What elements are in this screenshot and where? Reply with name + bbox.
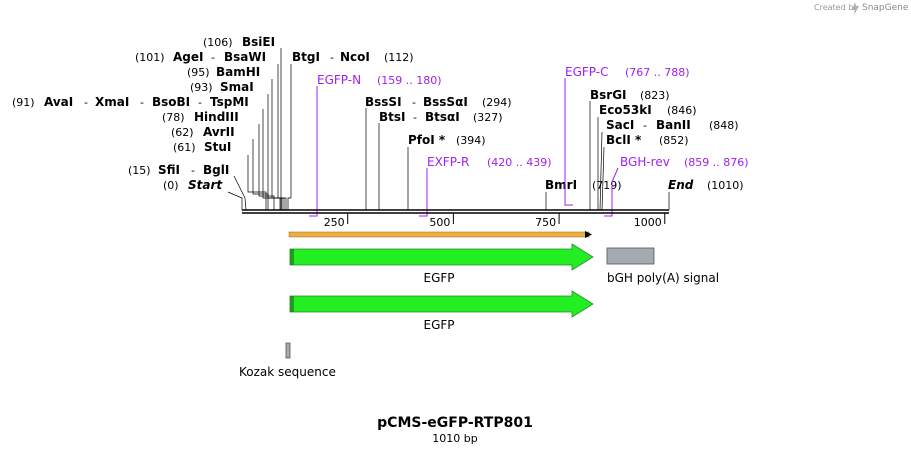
enzyme-pos: (294) <box>482 96 512 109</box>
enzyme-separator: - <box>412 96 416 109</box>
primer-bgh-rev: BGH-rev (859 .. 876) <box>604 155 749 217</box>
enzyme-pos: (106) <box>203 36 233 49</box>
enzyme-name: BsaWI <box>224 50 266 64</box>
feature-bgh-polya: bGH poly(A) signal <box>606 247 719 285</box>
enzyme-name: SmaI <box>220 80 254 94</box>
enzyme-separator: - <box>330 51 334 64</box>
enzyme-name: PfoI * <box>408 133 446 147</box>
feature-egfp-1: EGFP <box>289 243 594 285</box>
enzyme-name: NcoI <box>340 50 370 64</box>
enzyme-pos: (62) <box>171 126 194 139</box>
primer-name: BGH-rev <box>620 155 670 169</box>
enzyme-separator: - <box>191 164 195 177</box>
enzyme-pos: (91) <box>12 96 35 109</box>
enzyme-pos: (327) <box>473 111 503 124</box>
sequence-backbone <box>242 209 669 214</box>
enzyme-name: BglI <box>203 163 229 177</box>
primer-range: (859 .. 876) <box>684 156 749 169</box>
orf-arrow <box>288 231 592 238</box>
enzyme-name: HindIII <box>194 110 239 124</box>
credit-text: Created by <box>814 3 858 12</box>
enzyme-name: BsrGI <box>590 88 627 102</box>
enzyme-name: BsiEI <box>242 35 275 49</box>
enzyme-pos: (848) <box>709 119 739 132</box>
primer-range: (159 .. 180) <box>377 74 442 87</box>
enzyme-name: BmrI <box>545 178 577 192</box>
ruler-tick-label: 1000 <box>634 216 662 229</box>
enzyme-pos: (823) <box>640 89 670 102</box>
enzyme-pos: (0) <box>163 179 179 192</box>
enzyme-name: SfiI <box>158 163 180 177</box>
enzyme-pos: (394) <box>456 134 486 147</box>
enzyme-pos: (15) <box>128 164 151 177</box>
ruler-ticks: 250 500 750 1000 <box>324 213 666 229</box>
enzyme-separator: - <box>84 96 88 109</box>
plasmid-name: pCMS-eGFP-RTP801 <box>377 415 533 431</box>
enzyme-pos: (101) <box>135 51 165 64</box>
enzyme-pos: (1010) <box>707 179 744 192</box>
primer-exfp-r: EXFP-R (420 .. 439) <box>419 155 552 217</box>
enzyme-pos: (112) <box>384 51 414 64</box>
enzyme-pos: (93) <box>190 81 213 94</box>
enzyme-pos: (719) <box>592 179 622 192</box>
enzyme-name: BtsI <box>379 110 406 124</box>
primer-range: (767 .. 788) <box>625 66 690 79</box>
enzyme-name: BamHI <box>216 65 260 79</box>
feature-egfp-2: EGFP <box>289 290 594 332</box>
primer-egfp-c: EGFP-C (767 .. 788) <box>564 65 690 206</box>
feature-label: Kozak sequence <box>239 365 336 379</box>
enzyme-name: BtgI <box>292 50 320 64</box>
enzyme-name: AvaI <box>44 95 73 109</box>
feature-label: EGFP <box>423 271 454 285</box>
credit-brand: SnapGene <box>862 3 909 13</box>
enzyme-name: BssSαI <box>423 95 468 109</box>
enzyme-leader-lines <box>227 48 670 211</box>
enzyme-name: BanII <box>656 118 691 132</box>
enzyme-name: TspMI <box>210 95 249 109</box>
enzyme-pos: (852) <box>659 134 689 147</box>
ruler-tick-label: 750 <box>535 216 556 229</box>
enzyme-pos: (846) <box>667 104 697 117</box>
enzyme-separator: - <box>198 96 202 109</box>
enzyme-name: SacI <box>606 118 634 132</box>
enzyme-name: Eco53kI <box>599 103 652 117</box>
enzyme-pos: (78) <box>162 111 185 124</box>
enzyme-name: StuI <box>204 140 231 154</box>
feature-label: bGH poly(A) signal <box>607 271 719 285</box>
primer-name: EGFP-C <box>565 65 608 79</box>
enzyme-name: XmaI <box>95 95 129 109</box>
plasmid-length: 1010 bp <box>432 432 477 445</box>
enzyme-name: BsoBI <box>152 95 190 109</box>
enzyme-separator: - <box>140 96 144 109</box>
feature-label: EGFP <box>423 318 454 332</box>
enzyme-separator: - <box>643 119 647 132</box>
enzyme-pos: (61) <box>173 141 196 154</box>
enzyme-name: AvrII <box>203 125 235 139</box>
end-label: End <box>668 178 694 192</box>
ruler-tick-label: 250 <box>324 216 345 229</box>
snapgene-logo-icon <box>852 2 859 15</box>
enzyme-name: BssSI <box>365 95 402 109</box>
start-label: Start <box>188 178 223 192</box>
enzyme-name: AgeI <box>173 50 203 64</box>
primer-name: EGFP-N <box>317 73 361 87</box>
enzyme-pos: (95) <box>187 66 210 79</box>
primer-range: (420 .. 439) <box>487 156 552 169</box>
enzyme-separator: - <box>211 51 215 64</box>
enzyme-name: BclI * <box>606 133 642 147</box>
primer-egfp-n: EGFP-N (159 .. 180) <box>309 73 442 217</box>
enzyme-separator: - <box>413 111 417 124</box>
enzyme-name: BtsαI <box>425 110 460 124</box>
primer-name: EXFP-R <box>427 155 469 169</box>
ruler-tick-label: 500 <box>429 216 450 229</box>
feature-kozak: Kozak sequence <box>239 342 336 379</box>
